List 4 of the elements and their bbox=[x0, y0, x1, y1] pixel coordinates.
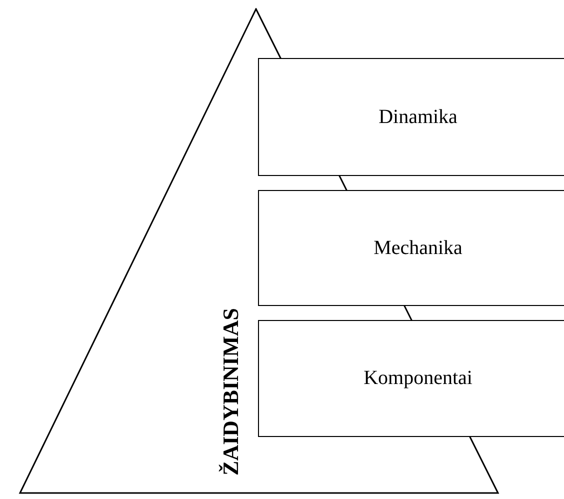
level-box: Dinamika bbox=[258, 58, 564, 176]
level-box: Komponentai bbox=[258, 320, 564, 437]
vertical-title: ŽAIDYBINIMAS bbox=[218, 308, 244, 475]
level-box: Mechanika bbox=[258, 190, 564, 306]
